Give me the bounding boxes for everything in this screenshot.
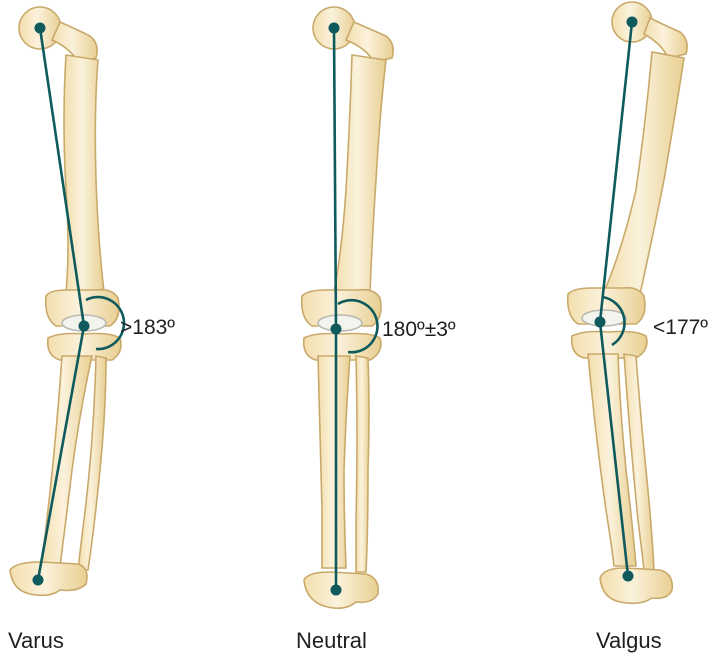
neutral-ankle-center-dot — [331, 585, 342, 596]
neutral-leg-bones — [302, 7, 393, 608]
varus-leg-bones — [10, 7, 121, 595]
valgus-angle-label: <177º — [653, 316, 708, 340]
neutral-femur-shaft — [334, 55, 386, 292]
neutral-fibula — [356, 356, 369, 572]
neutral-tibia-shaft — [318, 356, 350, 568]
varus-ankle — [10, 562, 87, 595]
varus-angle-label: >183º — [120, 316, 175, 340]
valgus-caption: Valgus — [596, 628, 662, 654]
varus-femur-shaft — [64, 55, 104, 292]
valgus-knee-center-dot — [595, 317, 606, 328]
varus-knee-center-dot — [79, 321, 90, 332]
neutral-angle-label: 180º±3º — [382, 318, 456, 342]
neutral-hip-center-dot — [329, 23, 340, 34]
neutral-knee-center-dot — [331, 324, 342, 335]
valgus-hip-center-dot — [627, 17, 638, 28]
varus-hip-center-dot — [35, 23, 46, 34]
valgus-ankle-center-dot — [623, 571, 634, 582]
neutral-caption: Neutral — [296, 628, 367, 654]
varus-caption: Varus — [8, 628, 64, 654]
valgus-leg-bones — [568, 2, 687, 603]
varus-ankle-center-dot — [33, 575, 44, 586]
valgus-femoral-neck — [644, 18, 687, 58]
valgus-ankle — [600, 568, 672, 603]
